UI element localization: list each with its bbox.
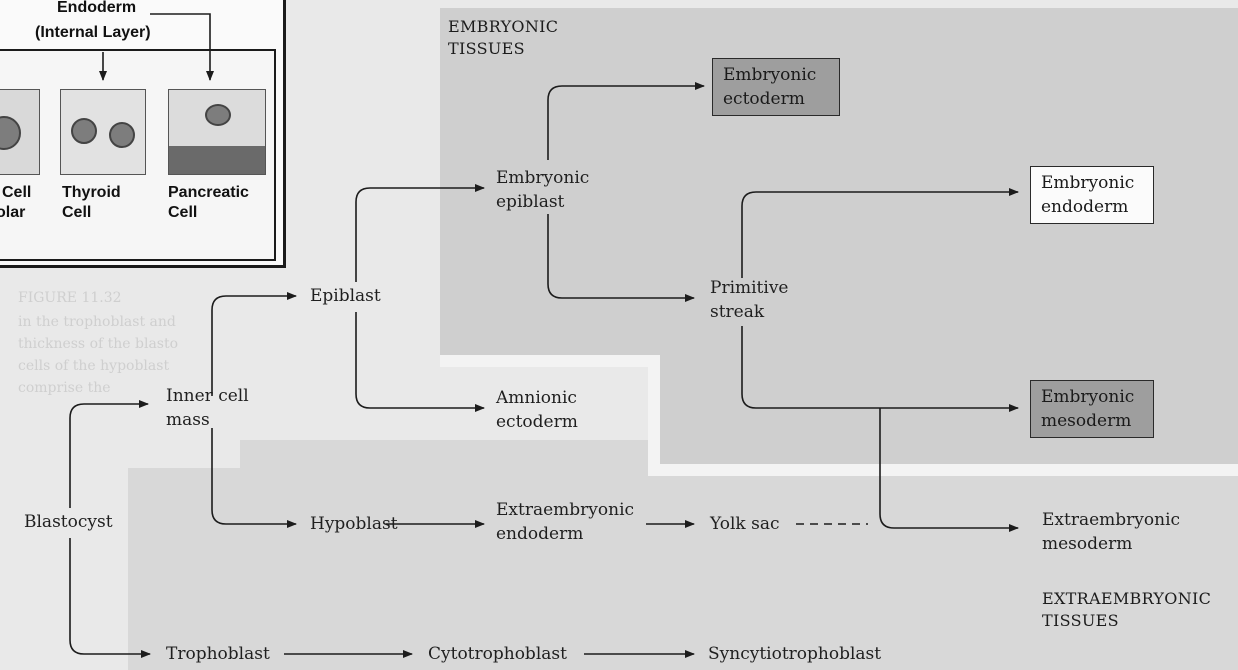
cell-label: Cell (62, 204, 92, 221)
node-trophoblast: Trophoblast (166, 644, 270, 664)
arrow-blastocyst-trophoblast (69, 538, 151, 658)
pancreatic-cell-image (168, 89, 266, 175)
node-extraembryonic-endoderm: endoderm (496, 524, 584, 544)
label-line: mesoderm (1041, 411, 1132, 431)
arrow-streak-mesoderm (741, 326, 1019, 412)
inset-title: Endoderm (57, 0, 137, 16)
arrow-streak-endoderm (741, 188, 1019, 278)
arrow-icm-hypoblast (211, 428, 297, 528)
section-embryonic-label: EMBRYONIC (448, 17, 559, 36)
cell-base-layer (169, 146, 265, 174)
arrow-streak-extramesoderm (879, 408, 1019, 532)
node-syncytiotrophoblast: Syncytiotrophoblast (708, 644, 882, 664)
node-cytotrophoblast: Cytotrophoblast (428, 644, 567, 664)
node-primitive-streak: streak (710, 302, 765, 322)
cell-label: Cell (168, 204, 198, 221)
label-line: Embryonic (1041, 173, 1135, 193)
nucleus-icon (109, 122, 135, 148)
inset-subtitle: (Internal Layer) (35, 24, 151, 41)
node-primitive-streak: Primitive (710, 278, 789, 298)
caption-line: comprise the (18, 380, 111, 396)
label-line: ectoderm (723, 89, 805, 109)
thyroid-cell-image (60, 89, 146, 175)
arrow-blastocyst-icm (69, 400, 149, 508)
nucleus-icon (205, 104, 231, 126)
node-blastocyst: Blastocyst (24, 512, 113, 532)
arrow-epiblast-amnionic (355, 312, 485, 412)
figure-caption: FIGURE 11.32 (18, 290, 122, 306)
cell-label: olar (0, 204, 26, 221)
node-embryonic-epiblast: epiblast (496, 192, 565, 212)
box-embryonic-endoderm: Embryonic endoderm (1030, 166, 1154, 224)
section-extraembryonic-label: EXTRAEMBRYONIC (1042, 589, 1212, 608)
box-embryonic-ectoderm: Embryonic ectoderm (712, 58, 840, 116)
arrow-icm-epiblast (211, 292, 297, 396)
node-amnionic-ectoderm: ectoderm (496, 412, 578, 432)
region-divider (648, 355, 660, 475)
arrow-epiblast-ectoderm (547, 82, 705, 160)
inset-cell-panel: Cell olar Thyroid Cell Pancreatic Cell (0, 49, 276, 261)
section-embryonic-label: TISSUES (448, 39, 525, 58)
label-line: endoderm (1041, 197, 1129, 217)
cell-label: Cell (2, 184, 32, 201)
cell-label: Thyroid (62, 184, 121, 201)
node-epiblast: Epiblast (310, 286, 381, 306)
caption-line: in the trophoblast and (18, 314, 176, 330)
arrow-epiblast-streak (547, 214, 695, 302)
box-embryonic-mesoderm: Embryonic mesoderm (1030, 380, 1154, 438)
node-embryonic-epiblast: Embryonic (496, 168, 590, 188)
nucleus-icon (71, 118, 97, 144)
alveolar-cell-image (0, 89, 40, 175)
node-extraembryonic-mesoderm: Extraembryonic (1042, 510, 1181, 530)
section-extraembryonic-label: TISSUES (1042, 611, 1119, 630)
region-divider (440, 355, 655, 367)
node-extraembryonic-mesoderm: mesoderm (1042, 534, 1133, 554)
node-yolk-sac: Yolk sac (710, 514, 780, 534)
cell-label: Pancreatic (168, 184, 249, 201)
caption-line: cells of the hypoblast (18, 358, 170, 374)
node-amnionic-ectoderm: Amnionic (496, 388, 577, 408)
label-line: Embryonic (1041, 387, 1135, 407)
node-inner-cell-mass: mass (166, 410, 210, 430)
node-hypoblast: Hypoblast (310, 514, 398, 534)
inset-arrow (150, 13, 214, 81)
label-line: Embryonic (723, 65, 817, 85)
node-inner-cell-mass: Inner cell (166, 386, 249, 406)
extraembryonic-region (128, 468, 1238, 670)
node-extraembryonic-endoderm: Extraembryonic (496, 500, 635, 520)
endoderm-inset: Endoderm (Internal Layer) Cell olar Thyr… (0, 0, 286, 268)
arrow-epiblast-embryonic-epiblast (355, 184, 485, 282)
caption-line: thickness of the blasto (18, 336, 179, 352)
region-divider (648, 464, 1238, 476)
